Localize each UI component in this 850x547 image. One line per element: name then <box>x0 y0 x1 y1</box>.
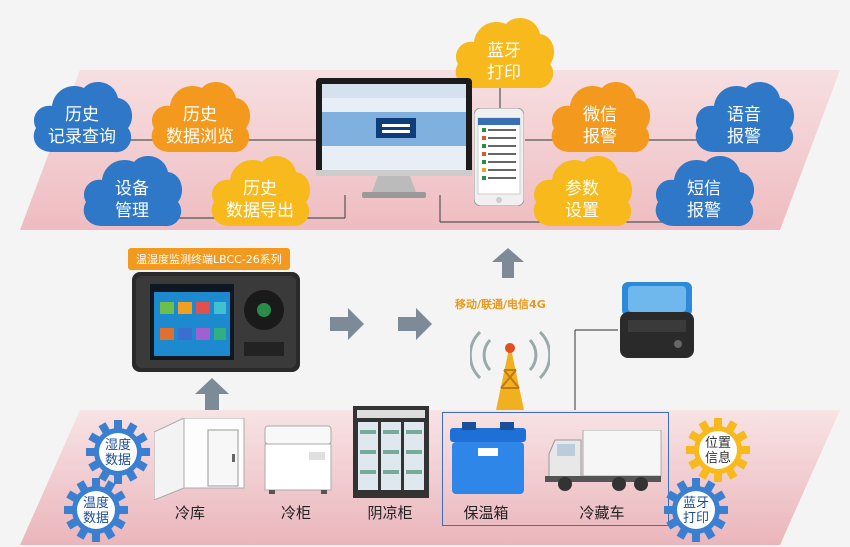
terminal-device-icon <box>132 272 300 372</box>
cloud-history-query: 历史 记录查询 <box>30 76 134 158</box>
insulated-box-label: 保温箱 <box>463 504 509 522</box>
monitor <box>316 78 472 202</box>
gear-location: 位置 信息 <box>686 418 750 482</box>
smartphone <box>473 107 525 207</box>
cloud-device-mgmt: 设备 管理 <box>80 150 184 232</box>
cloud-icon <box>455 18 555 89</box>
cloud-label: 语音 报警 <box>727 105 761 147</box>
cloud-label: 历史 数据浏览 <box>166 105 234 147</box>
arrow-right-icon-2 <box>398 308 432 340</box>
cloud-label: 设备 管理 <box>115 179 149 221</box>
gear-icon <box>664 478 728 542</box>
cloud-label: 参数 设置 <box>565 179 599 221</box>
gear-humidity: 湿度 数据 <box>86 420 150 484</box>
gear-icon <box>64 478 128 542</box>
gear-temperature: 温度 数据 <box>64 478 128 542</box>
cloud-icon <box>551 82 651 153</box>
network-label: 移动/联通/电信4G <box>455 298 546 311</box>
arrow-right-icon <box>330 308 364 340</box>
cell-tower-icon <box>470 330 550 410</box>
upload-arrow-icon <box>492 248 524 278</box>
cold-storage-icon <box>154 418 245 500</box>
gear-bt-print: 蓝牙 打印 <box>664 478 728 542</box>
refrigerated-truck-icon <box>545 430 662 491</box>
mobile-devices-frame <box>442 412 669 526</box>
cloud-label: 短信 报警 <box>687 179 721 221</box>
gear-label: 蓝牙 打印 <box>682 496 709 526</box>
smartphone-icon <box>473 107 525 207</box>
cloud-wechat-alarm: 微信 报警 <box>548 76 652 158</box>
cloud-icon <box>151 82 251 153</box>
terminal-badge: 温湿度监测终端LBCC-26系列 <box>128 248 290 270</box>
arrow-up-icon <box>195 378 229 410</box>
cold-storage-label: 冷库 <box>174 504 205 522</box>
insulated-box-icon <box>450 422 526 494</box>
gear-label: 湿度 数据 <box>104 438 131 468</box>
cooler-cabinet-icon <box>353 406 429 498</box>
cloud-sms-alarm: 短信 报警 <box>652 150 756 232</box>
cloud-history-browse: 历史 数据浏览 <box>148 76 252 158</box>
cloud-label: 蓝牙 打印 <box>487 41 521 83</box>
cloud-history-export: 历史 数据导出 <box>208 150 312 232</box>
printer-icon <box>620 282 694 358</box>
cloud-icon <box>533 156 633 227</box>
monitor-icon <box>316 78 472 198</box>
gear-icon <box>86 420 150 484</box>
cloud-icon <box>33 82 133 153</box>
gear-label: 温度 数据 <box>82 496 109 526</box>
cloud-icon <box>655 156 755 227</box>
cloud-icon <box>83 156 183 227</box>
cloud-bt-print: 蓝牙 打印 <box>452 12 556 94</box>
cloud-label: 历史 数据导出 <box>226 179 294 221</box>
cloud-label: 微信 报警 <box>583 105 617 147</box>
cloud-voice-alarm: 语音 报警 <box>692 76 796 158</box>
cooler-cabinet-label: 阴凉柜 <box>367 504 413 522</box>
gear-icon <box>686 418 750 482</box>
gear-label: 位置 信息 <box>704 436 731 466</box>
cloud-label: 历史 记录查询 <box>48 105 116 147</box>
refrigerated-truck-label: 冷藏车 <box>579 504 625 522</box>
monitoring-terminal <box>132 272 300 372</box>
cloud-icon <box>695 82 795 153</box>
freezer-label: 冷柜 <box>280 504 311 522</box>
freezer-icon <box>264 425 332 494</box>
cloud-param-set: 参数 设置 <box>530 150 634 232</box>
cloud-icon <box>211 156 311 227</box>
